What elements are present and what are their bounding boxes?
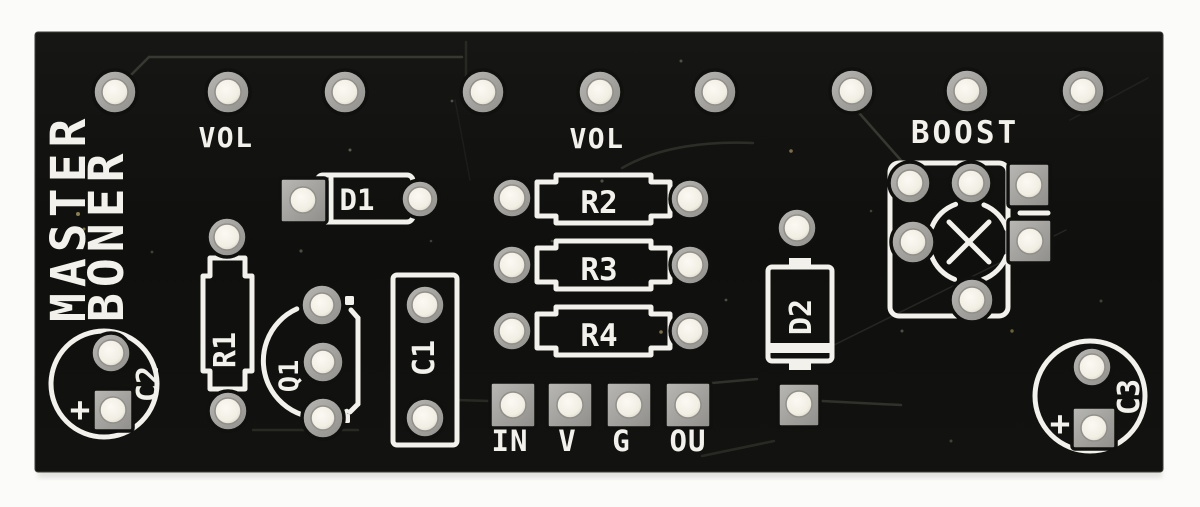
c3-outline: [1032, 338, 1148, 454]
r1-outline: [200, 255, 255, 392]
c2-outline: [48, 328, 160, 440]
d2-lead-tab-bottom: [789, 360, 811, 370]
c1-outline: [390, 272, 460, 448]
connector-label-ou: OU: [670, 424, 707, 458]
d2-lead-tab-top: [789, 258, 811, 268]
q1-pin-mark-top: [345, 296, 354, 305]
ref-c2: C2: [131, 366, 166, 402]
r2-outline: [534, 172, 673, 226]
polarity-plus-c3: +: [1050, 404, 1070, 444]
boost-rotor-cross: [946, 219, 992, 265]
r3-outline: [534, 238, 673, 292]
brand-line-master: MASTER: [41, 113, 97, 322]
brand-line-boner: BONER: [79, 148, 135, 323]
label-vol-left: VOL: [198, 121, 253, 154]
ref-r2: R2: [580, 185, 617, 221]
connector-label-v: V: [558, 424, 575, 458]
q1-outline-bevel-top: [348, 307, 361, 321]
dust-speckles: [76, 59, 1103, 443]
ref-r3: R3: [580, 252, 617, 288]
q1-outline-bevel-bottom: [347, 401, 361, 415]
connector-label-in: IN: [492, 424, 529, 458]
d2-cathode-band: [768, 343, 832, 353]
ref-r4: R4: [580, 318, 617, 354]
silkscreen-text: MASTER BONER VOL VOL BOOST D1 R1 Q1 C1 R…: [41, 113, 1147, 458]
square-pads: [91, 161, 1118, 451]
ref-c3: C3: [1112, 379, 1147, 415]
ref-q1: Q1: [274, 360, 305, 393]
ref-d2: D2: [784, 299, 819, 335]
r4-outline: [534, 304, 673, 358]
light-overlay: [35, 32, 1163, 472]
label-boost: BOOST: [911, 115, 1019, 151]
polarity-plus-c2: +: [70, 390, 90, 430]
ref-c1: C1: [407, 340, 442, 376]
ref-r1: R1: [208, 332, 243, 368]
connector-label-g: G: [612, 424, 629, 458]
hole-group: [97, 77, 1108, 442]
silkscreen-outlines: [48, 160, 1148, 454]
ref-d1: D1: [340, 183, 375, 217]
label-vol-center: VOL: [569, 122, 624, 155]
